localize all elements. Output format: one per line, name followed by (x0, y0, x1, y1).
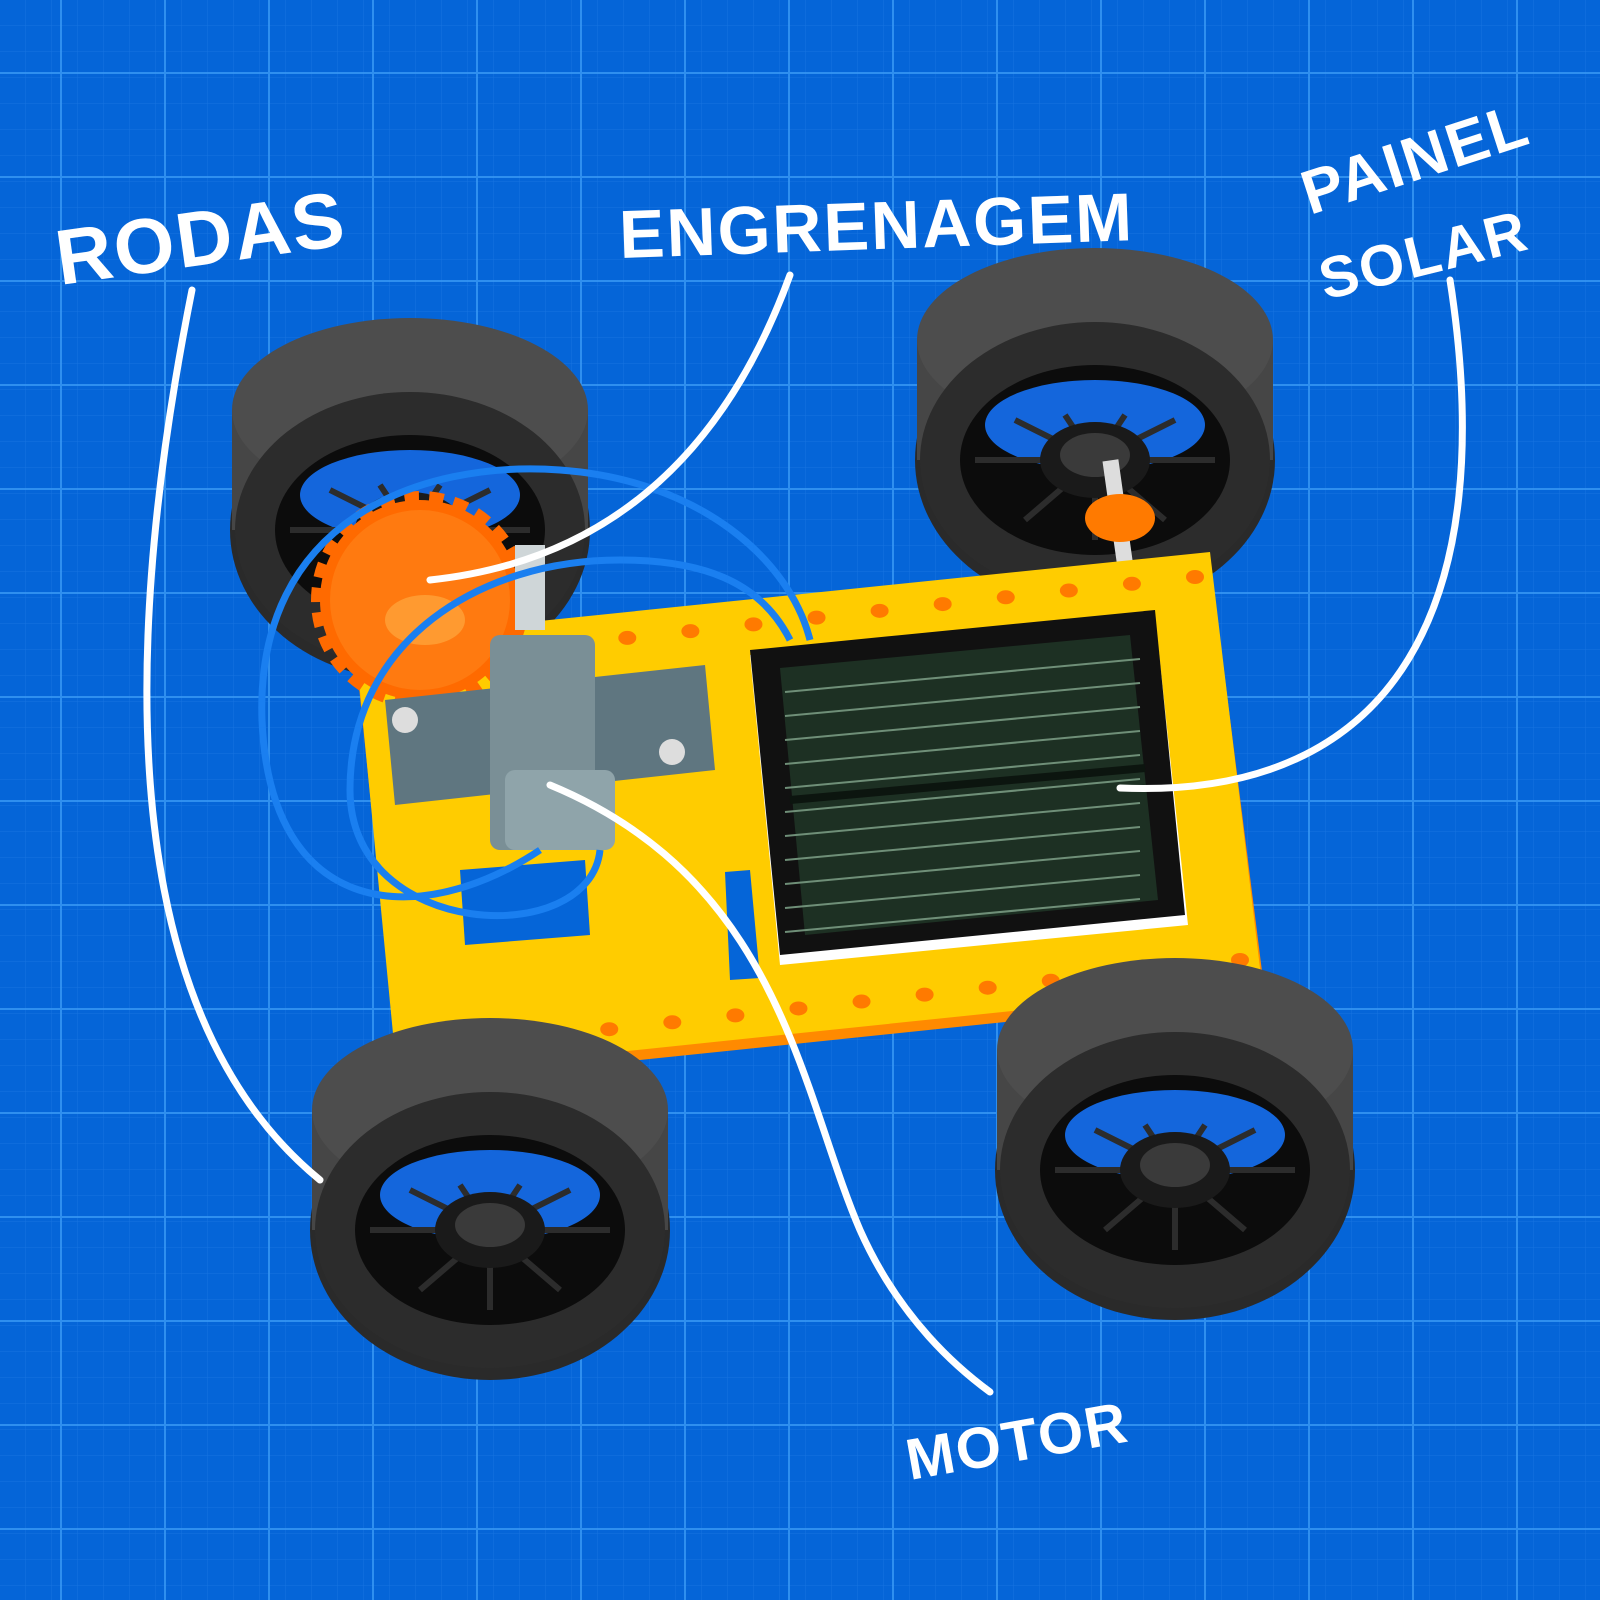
leader-lines (143, 271, 1466, 1396)
wheel-rear-right (915, 248, 1275, 610)
leader-line-motor (546, 781, 994, 1396)
label-gear: ENGRENAGEM (618, 179, 1135, 273)
chassis-hole (744, 617, 763, 632)
solar-cell-line (784, 778, 1141, 813)
chassis-hole (663, 1015, 682, 1030)
solar-panel (750, 610, 1188, 965)
axle-bushing (1085, 494, 1155, 542)
leader-line-gear (426, 271, 794, 584)
leader-line-solar (1116, 276, 1466, 792)
leader-line-wheels (143, 286, 324, 1184)
chassis-hole (996, 590, 1015, 605)
chassis-hole (681, 624, 700, 639)
solar-cell-line (784, 730, 1141, 765)
solar-cell-line (784, 706, 1141, 741)
solar-cell-line (784, 682, 1141, 717)
chassis-hole (915, 987, 934, 1002)
chassis-hole (870, 603, 889, 618)
solar-cell-line (784, 658, 1141, 693)
chassis-hole (789, 1001, 808, 1016)
chassis-hole (1122, 576, 1141, 591)
solar-cell-line (784, 874, 1141, 909)
wheel-front-right (995, 958, 1355, 1320)
wires (258, 465, 814, 920)
solar-cell-line (784, 850, 1141, 885)
chassis-hole (600, 1022, 619, 1037)
chassis-hole (1186, 570, 1204, 584)
chassis-hole (852, 994, 871, 1009)
gear (311, 491, 529, 709)
solar-cell-line (784, 802, 1141, 837)
chassis-hole (1059, 583, 1078, 598)
solar-cell-line (784, 826, 1141, 861)
chassis-hole (933, 597, 952, 612)
solar-cell-line (784, 754, 1141, 789)
chassis-hole (726, 1008, 745, 1023)
solar-cell-line (784, 898, 1141, 933)
wheel-front-left (310, 1018, 670, 1380)
chassis-hole (807, 610, 826, 625)
motor (385, 545, 715, 850)
chassis-hole (978, 980, 997, 995)
chassis-hole (618, 630, 637, 645)
